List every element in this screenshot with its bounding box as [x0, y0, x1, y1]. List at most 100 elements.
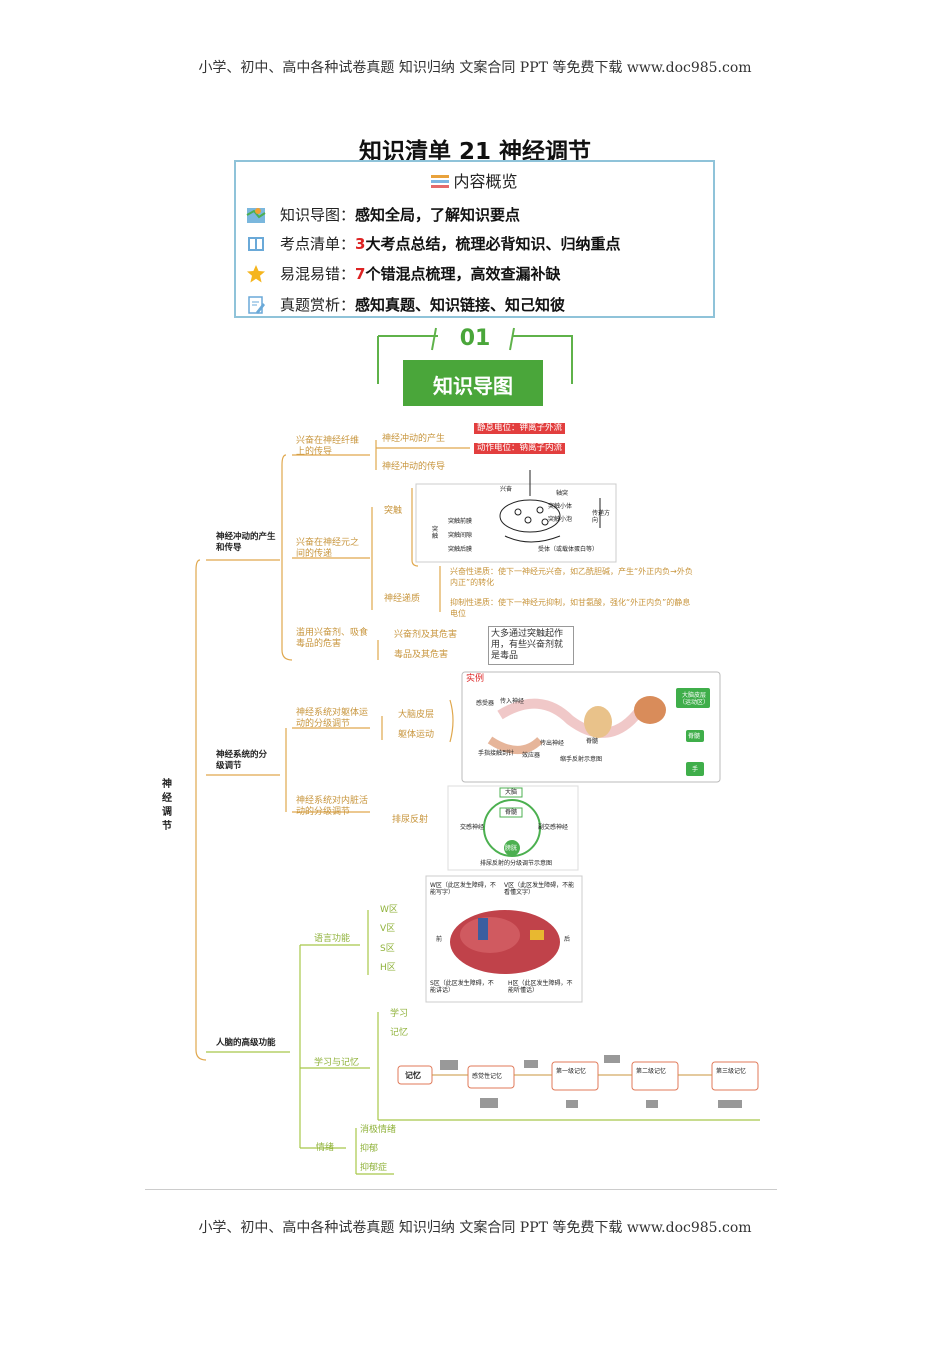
overview-heading-label: 内容概览: [453, 172, 518, 191]
syn-label-body: 突触小体: [548, 503, 573, 510]
syn-label-receptor: 受体（或载体蛋白等）: [538, 546, 599, 553]
root-node: 神经调节: [162, 779, 172, 832]
map-icon: [246, 207, 266, 223]
synapse-node: 突触: [384, 506, 403, 516]
page-footer: 小学、初中、高中各种试卷真题 知识归纳 文案合同 PPT 等免费下载 www.d…: [198, 1220, 752, 1236]
exc-transmitter: 兴奋性递质：使下一神经元兴奋，如乙酰胆碱，产生“外正内负→外负内正”的转化: [450, 567, 693, 587]
overview-value: 个错混点梳理，高效查漏补缺: [365, 265, 561, 283]
syn-label-excite: 兴奋: [500, 486, 513, 493]
brain-note-s: S区（此区发生障碍，不能讲话）: [430, 980, 494, 994]
branch-2: 神经系统的分级调节: [216, 750, 268, 771]
syn-label-vesicle: 突触小泡: [548, 516, 573, 523]
urine-spine: 脊髓: [505, 809, 518, 816]
fiber-node: 兴奋在神经纤维上的传导: [296, 436, 360, 457]
ex-label-receptor: 感受器: [476, 700, 495, 707]
emotion-node: 情绪: [316, 1143, 335, 1153]
overview-key: 知识导图：: [280, 206, 356, 224]
ex-label-touch: 手指接触到针: [478, 750, 515, 757]
urine-sym: 交感神经: [460, 824, 485, 831]
overview-heading: 内容概览: [236, 168, 713, 192]
urine-para: 副交感神经: [538, 824, 569, 831]
emo-depress: 抑郁: [360, 1144, 379, 1154]
mem-box-first: 第一级记忆: [556, 1068, 587, 1075]
badge-label: 知识导图: [433, 374, 513, 398]
inh-transmitter: 抑制性递质：使下一神经元抑制，如甘氨酸，强化“外正内负”的静息电位: [450, 598, 691, 618]
syn-label-direction: 传递方向: [592, 510, 611, 524]
overview-key: 真题赏析：: [280, 296, 356, 314]
overview-value: 大考点总结，梳理必背知识、归纳重点: [365, 235, 621, 253]
brain-note-h: H区（此区发生障碍，不能听懂话）: [508, 980, 573, 994]
body-node: 神经系统对躯体运动的分级调节: [296, 708, 369, 729]
ex-label-spine: 脊髓: [586, 738, 599, 745]
badge-number: 01: [459, 326, 491, 351]
syn-label-gap: 突触间隙: [448, 532, 473, 539]
brain-note-v: V区（此区发生障碍，不能看懂文字）: [504, 882, 575, 896]
syn-label-synapse: 突触: [432, 526, 439, 540]
action-potential: 动作电位：钠离子内流: [474, 443, 566, 454]
pencil-icon: [248, 295, 265, 314]
overview-value: 感知全局，了解知识要点: [355, 206, 521, 224]
urine-bladder: 膀胱: [505, 845, 518, 852]
transmitter-node: 神经递质: [384, 594, 421, 604]
overview-row-map: 知识导图：感知全局，了解知识要点: [246, 204, 520, 225]
example-label: 实例: [466, 674, 485, 684]
abuse-node: 滥用兴奋剂、吸食毒品的危害: [296, 628, 369, 649]
branch-3: 人脑的高级功能: [216, 1038, 276, 1048]
overview-key: 易混易错：: [280, 265, 356, 283]
syn-label-pre: 突触前膜: [448, 518, 473, 525]
overview-num: 3: [355, 234, 366, 253]
flow-hand: 手: [692, 766, 699, 773]
area-w: W区: [380, 905, 398, 915]
brain-note-w: W区（此区发生障碍，不能写字）: [430, 882, 496, 896]
overview-key: 考点清单：: [280, 235, 356, 253]
between-node: 兴奋在神经元之间的传递: [296, 538, 360, 559]
ex-label-caption: 缩手反射示意图: [560, 756, 603, 763]
learn-node: 学习与记忆: [314, 1058, 360, 1068]
gen-node: 神经冲动的产生: [382, 434, 446, 444]
urine-node: 排尿反射: [392, 815, 429, 825]
area-v: V区: [380, 924, 396, 934]
memory-item: 记忆: [390, 1028, 409, 1038]
page-header: 小学、初中、高中各种试卷真题 知识归纳 文案合同 PPT 等免费下载 www.d…: [198, 60, 752, 76]
brain-back: 后: [564, 936, 571, 943]
book-icon: [248, 236, 264, 251]
cortex-node: 大脑皮层: [398, 710, 435, 720]
mem-box-third: 第三级记忆: [716, 1068, 747, 1075]
ex-label-afferent: 传入神经: [500, 698, 525, 705]
ex-label-efferent: 传出神经: [540, 740, 565, 747]
learn-item: 学习: [390, 1009, 409, 1019]
urine-brain: 大脑: [505, 789, 518, 796]
overview-num: 7: [355, 264, 366, 283]
rest-potential: 静息电位：钾离子外流: [474, 423, 566, 434]
organ-node: 神经系统对内脏活动的分级调节: [296, 796, 369, 817]
area-h: H区: [380, 963, 396, 973]
footer-divider: [145, 1189, 777, 1190]
syn-label-post: 突触后膜: [448, 546, 473, 553]
drug-note: 大多通过突触起作用，有些兴奋剂就是毒品: [488, 626, 574, 665]
mem-box-sensory: 感觉性记忆: [472, 1073, 503, 1080]
area-s: S区: [380, 944, 395, 954]
lang-node: 语言功能: [314, 934, 351, 944]
movement-node: 躯体运动: [398, 730, 435, 740]
section-badge: 01 知识导图: [376, 324, 574, 410]
list-icon: [431, 175, 450, 189]
star-icon: [247, 264, 265, 282]
synapse-diagram: [415, 470, 617, 563]
mem-box-second: 第二级记忆: [636, 1068, 667, 1075]
trans-node: 神经冲动的传导: [382, 462, 446, 472]
branch-1: 神经冲动的产生和传导: [216, 532, 276, 553]
drugs-node: 毒品及其危害: [394, 650, 449, 660]
flow-spine: 脊髓: [688, 733, 701, 740]
brain-front: 前: [436, 936, 443, 943]
emo-negative: 消极情绪: [360, 1125, 397, 1135]
stim-node: 兴奋剂及其危害: [394, 630, 458, 640]
mem-box-main: 记忆: [405, 1071, 421, 1080]
urine-caption: 排尿反射的分级调节示意图: [480, 860, 553, 867]
syn-label-axon: 轴突: [556, 490, 569, 497]
ex-label-effector: 效应器: [522, 752, 541, 759]
overview-value: 感知真题、知识链接、知己知彼: [355, 296, 566, 314]
